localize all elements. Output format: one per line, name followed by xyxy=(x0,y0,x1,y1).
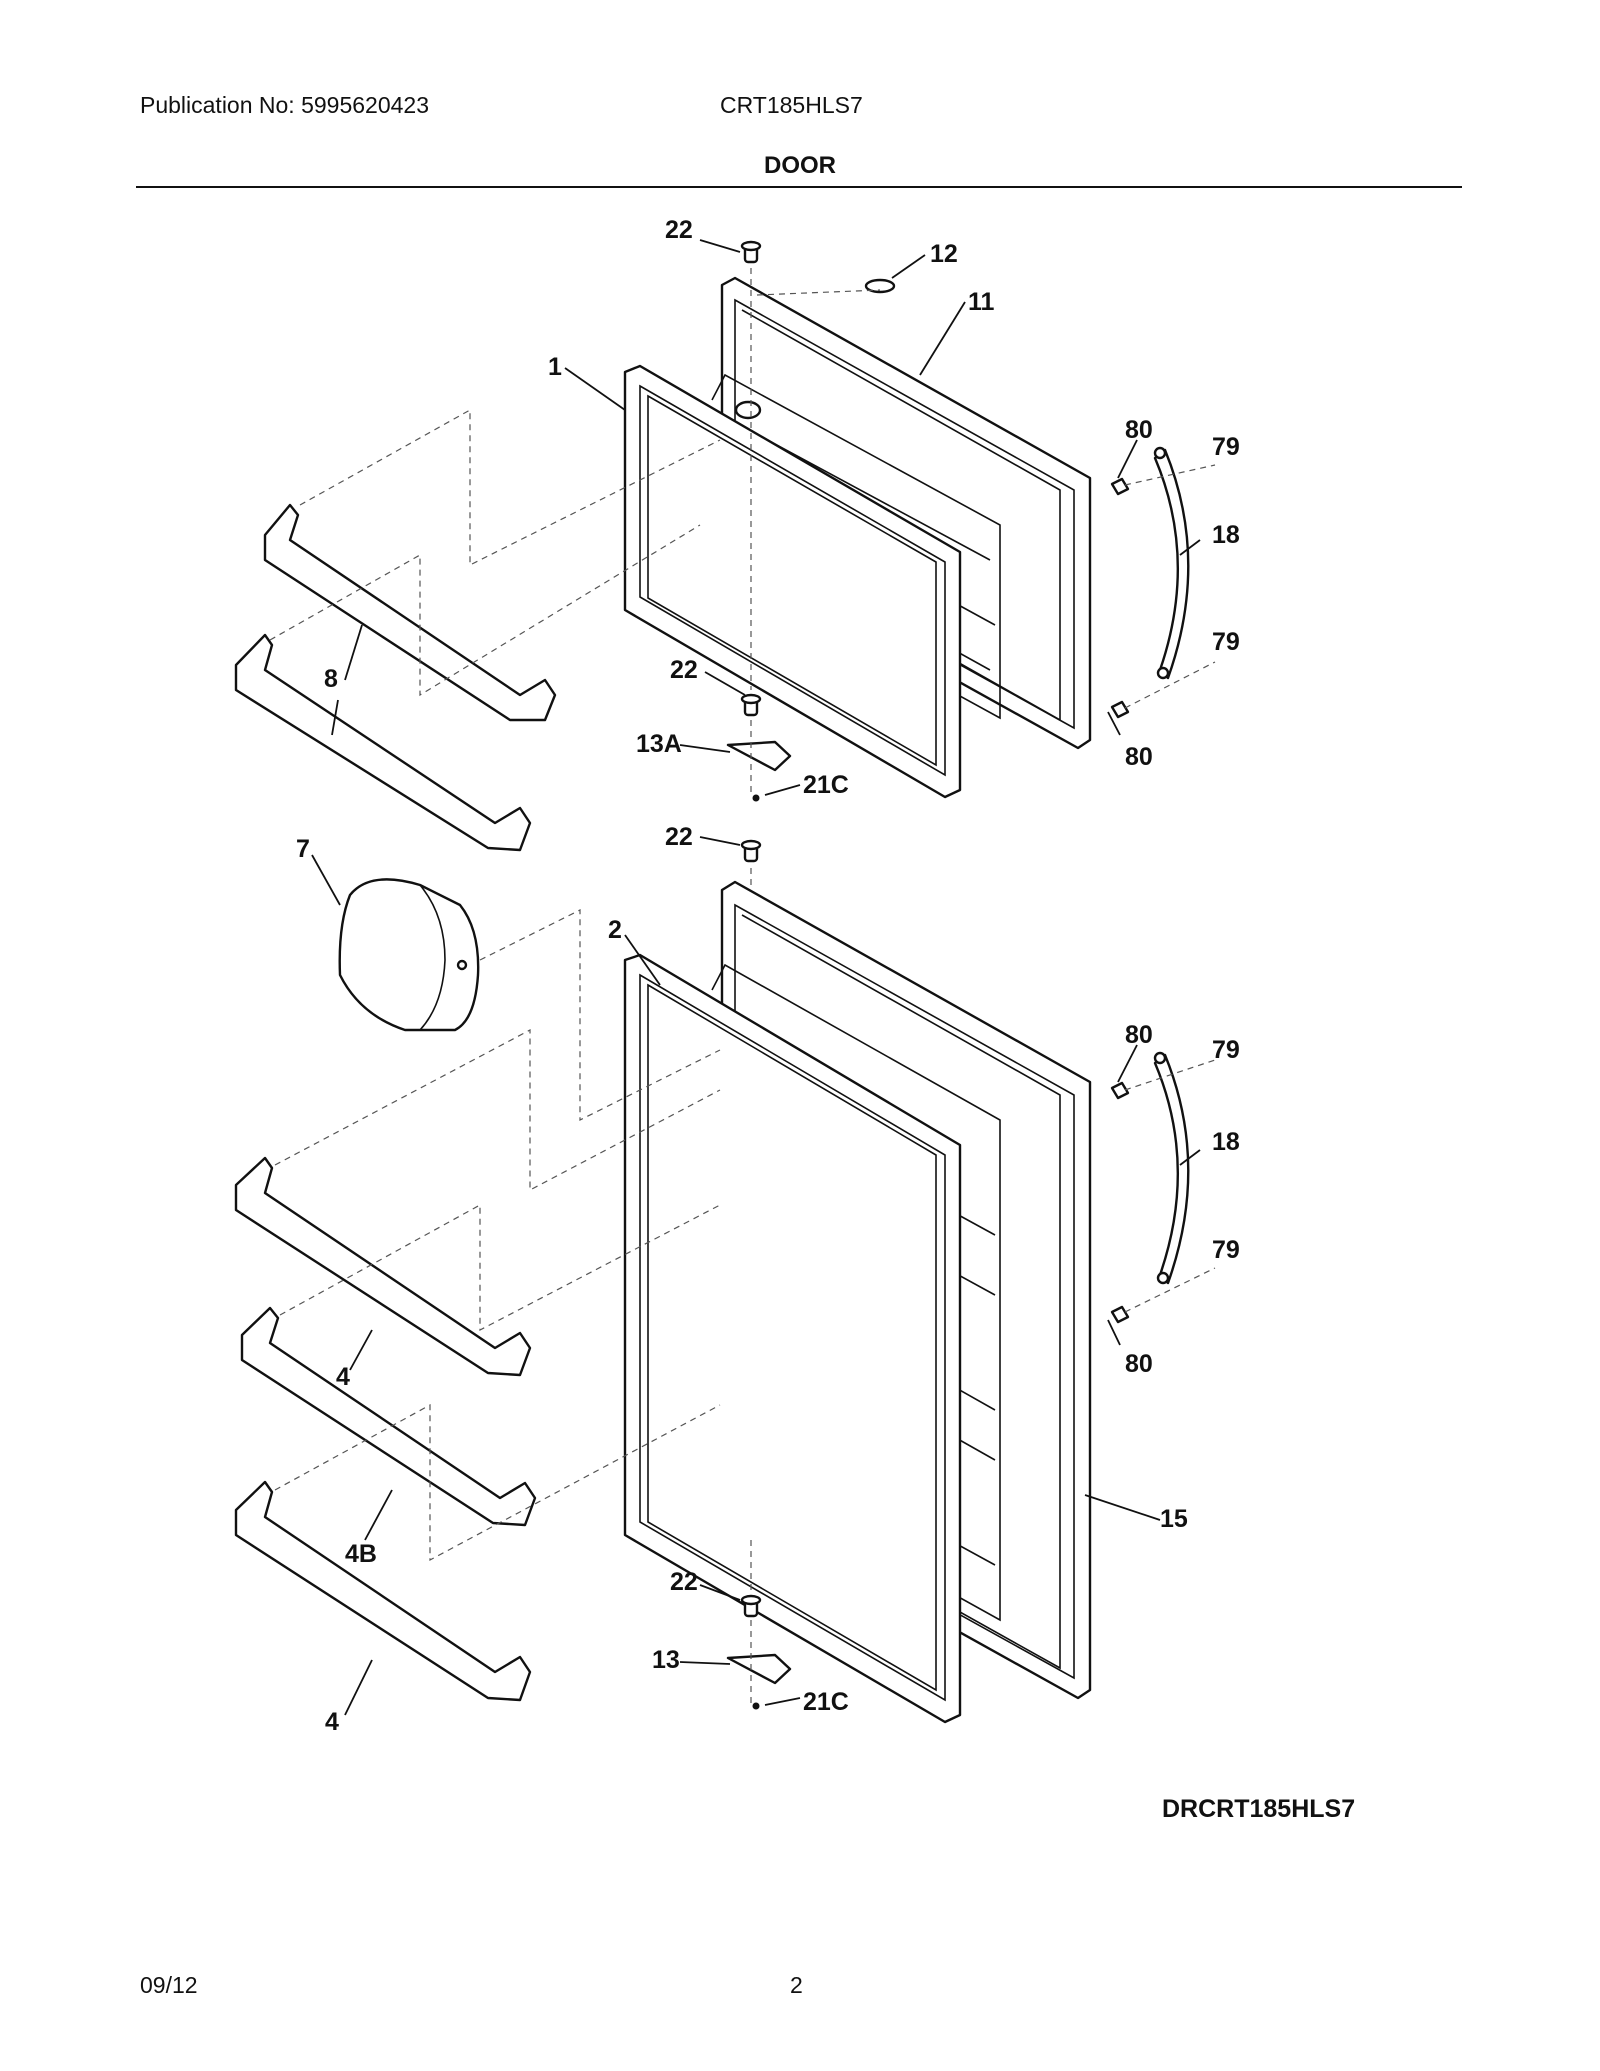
leader-lines xyxy=(311,239,1201,1716)
callout-22: 22 xyxy=(665,823,693,851)
footer-page-number: 2 xyxy=(790,1972,803,1998)
section-title: DOOR xyxy=(764,152,836,179)
dairy-door xyxy=(338,878,721,1121)
callout-7: 7 xyxy=(296,835,310,863)
callout-4: 4 xyxy=(325,1708,339,1736)
callout-18: 18 xyxy=(1212,1128,1240,1156)
callout-80: 80 xyxy=(1125,416,1153,444)
callout-22: 22 xyxy=(665,216,693,244)
freezer-door-assembly xyxy=(623,240,1216,802)
fresh-food-door-assembly xyxy=(623,839,1216,1724)
callout-8: 8 xyxy=(324,665,338,693)
callout-21c: 21C xyxy=(803,1688,849,1716)
callout-79: 79 xyxy=(1212,1236,1240,1264)
fresh-food-door-handle xyxy=(1153,1053,1190,1285)
callout-80: 80 xyxy=(1125,1350,1153,1378)
callout-21c: 21C xyxy=(803,771,849,799)
callout-80: 80 xyxy=(1125,743,1153,771)
footer-date: 09/12 xyxy=(140,1972,198,1998)
callout-4b: 4B xyxy=(345,1540,377,1568)
callout-12: 12 xyxy=(930,240,958,268)
hinge-13a xyxy=(726,740,792,772)
callout-79: 79 xyxy=(1212,628,1240,656)
callout-80: 80 xyxy=(1125,1021,1153,1049)
diagram-code: DRCRT185HLS7 xyxy=(1162,1795,1356,1823)
callout-13: 13 xyxy=(652,1646,680,1674)
freezer-door-handle xyxy=(1153,448,1190,680)
freezer-door-gasket xyxy=(623,364,962,799)
callout-labels: 22 12 11 1 80 79 18 79 80 8 22 13A 21C 2… xyxy=(296,216,1240,1736)
callout-79: 79 xyxy=(1212,433,1240,461)
callout-2: 2 xyxy=(608,916,622,944)
header-rule xyxy=(136,186,1462,188)
callout-15: 15 xyxy=(1160,1505,1188,1533)
callout-22: 22 xyxy=(670,1568,698,1596)
callout-79: 79 xyxy=(1212,1036,1240,1064)
fresh-food-shelf-bars xyxy=(234,1029,721,1702)
callout-11: 11 xyxy=(968,288,995,316)
callout-1: 1 xyxy=(548,353,562,381)
freezer-shelf-bars xyxy=(234,408,721,852)
model-number: CRT185HLS7 xyxy=(720,92,863,118)
hinge-13 xyxy=(726,1653,792,1685)
publication-number: Publication No: 5995620423 xyxy=(140,92,430,118)
callout-4: 4 xyxy=(336,1363,350,1391)
callout-18: 18 xyxy=(1212,521,1240,549)
callout-13a: 13A xyxy=(636,730,682,758)
callout-22: 22 xyxy=(670,656,698,684)
